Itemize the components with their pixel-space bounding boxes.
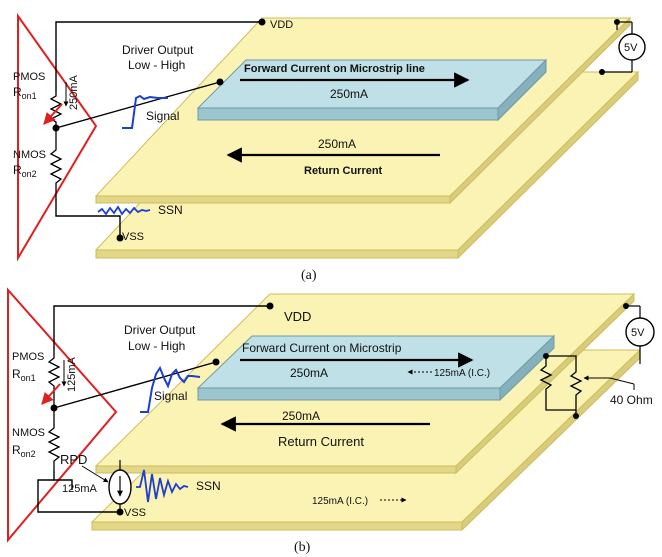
return-label-b: Return Current: [278, 434, 364, 449]
driver-output-state-b: Low - High: [128, 339, 185, 353]
rpd-label: RPD: [60, 452, 87, 467]
termination-resistor-2: [546, 355, 583, 410]
driver-output-label-a: Driver Output: [122, 43, 194, 57]
pmos-current-a: 250mA: [68, 74, 80, 110]
ic-bottom-label: 125mA (I.C.): [312, 496, 368, 507]
signal-label-b: Signal: [154, 389, 187, 403]
diagram-a: VDD Driver Output Low - High 5V PMOS Ron…: [13, 12, 646, 283]
ron2-label-a: Ron2: [13, 163, 37, 179]
pmos-label-b: PMOS: [12, 351, 44, 363]
vdd-label-a: VDD: [270, 19, 293, 31]
return-label-a: Return Current: [304, 165, 383, 177]
signal-waveform-a: [122, 94, 168, 129]
nmos-resistor-b: [47, 408, 61, 470]
driver-triangle-b: [7, 287, 118, 543]
pmos-resistor-b: [47, 350, 61, 408]
vdd-label-b: VDD: [284, 309, 311, 324]
driver-output-state-a: Low - High: [128, 58, 185, 72]
termination-resistor-1: [539, 356, 553, 402]
rpd-current-label: 125mA: [62, 483, 98, 495]
output-wire-b: [53, 361, 217, 409]
diagram-b: VDD Driver Output Low - High 5V PMOS Ron…: [7, 287, 655, 555]
resistor-label: 40 Ohm: [610, 393, 653, 407]
nmos-label-a: NMOS: [13, 149, 46, 161]
pmos-current-b: 125mA: [66, 356, 78, 392]
ssn-noise-a: [97, 205, 151, 216]
signal-waveform-b: [140, 365, 201, 413]
supply-label-a: 5V: [624, 42, 638, 54]
vdd-wire-a: [55, 21, 262, 92]
ssn-label-b: SSN: [196, 479, 221, 493]
ssn-noise-b: [136, 469, 189, 503]
ron1-label-a: Ron1: [13, 85, 37, 101]
forward-value-a: 250mA: [330, 87, 368, 101]
caption-b: (b): [294, 540, 311, 555]
caption-a: (a): [301, 268, 317, 283]
vdd-wire-b: [53, 305, 270, 350]
vss-label-b: VSS: [124, 507, 146, 519]
forward-label-b: Forward Current on Microstrip: [242, 341, 402, 355]
driver-output-label-b: Driver Output: [124, 323, 196, 337]
ron2-label-b: Ron2: [12, 443, 36, 459]
supply-label-b: 5V: [631, 327, 645, 339]
vss-label-a: VSS: [122, 231, 144, 243]
ssn-label-a: SSN: [158, 203, 183, 217]
ground-plane-a-edge: [95, 249, 459, 259]
ic-top-label: 125mA (I.C.): [434, 368, 490, 379]
forward-value-b: 250mA: [290, 366, 328, 380]
driver-triangle-a: [17, 12, 98, 262]
nmos-label-b: NMOS: [12, 427, 45, 439]
return-value-b: 250mA: [282, 409, 320, 423]
forward-label-a: Forward Current on Microstrip line: [244, 63, 425, 75]
pmos-label-a: PMOS: [13, 71, 45, 83]
signal-label-a: Signal: [146, 109, 179, 123]
ron1-label-b: Ron1: [12, 367, 36, 383]
nmos-resistor-a: [49, 128, 63, 198]
return-value-a: 250mA: [318, 137, 356, 151]
output-wire-a: [55, 81, 221, 129]
